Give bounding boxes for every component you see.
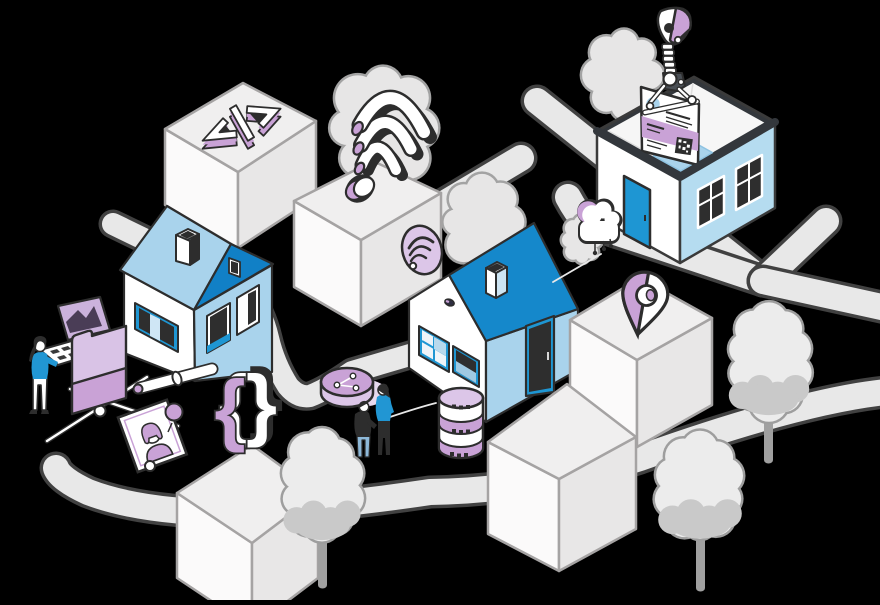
svg-text:}: } [250,354,281,443]
svg-text:{: { [214,364,245,453]
svg-text:{: { [219,359,250,448]
svg-text:}: } [246,359,277,448]
